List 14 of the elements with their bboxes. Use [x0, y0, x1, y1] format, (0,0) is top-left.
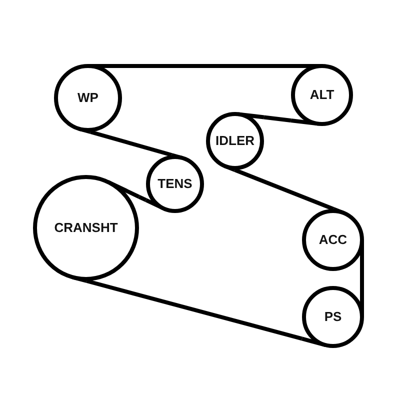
belt-segment — [86, 279, 303, 341]
belt-segment — [264, 115, 292, 122]
pulley-label: TENS — [158, 176, 192, 192]
belt-segment — [360, 271, 364, 286]
belt-segment — [138, 194, 147, 202]
belt-segment — [90, 130, 172, 157]
pulley-label: ACC — [318, 232, 348, 248]
pulley-label: CRANSHT — [54, 220, 118, 236]
belt-segment — [234, 168, 334, 211]
pulley-label: IDLER — [216, 134, 254, 148]
pulley-label: ALT — [310, 88, 334, 102]
pulley-label: PS — [324, 310, 342, 324]
pulley-label: WP — [78, 90, 98, 106]
belt-segment — [122, 64, 291, 68]
